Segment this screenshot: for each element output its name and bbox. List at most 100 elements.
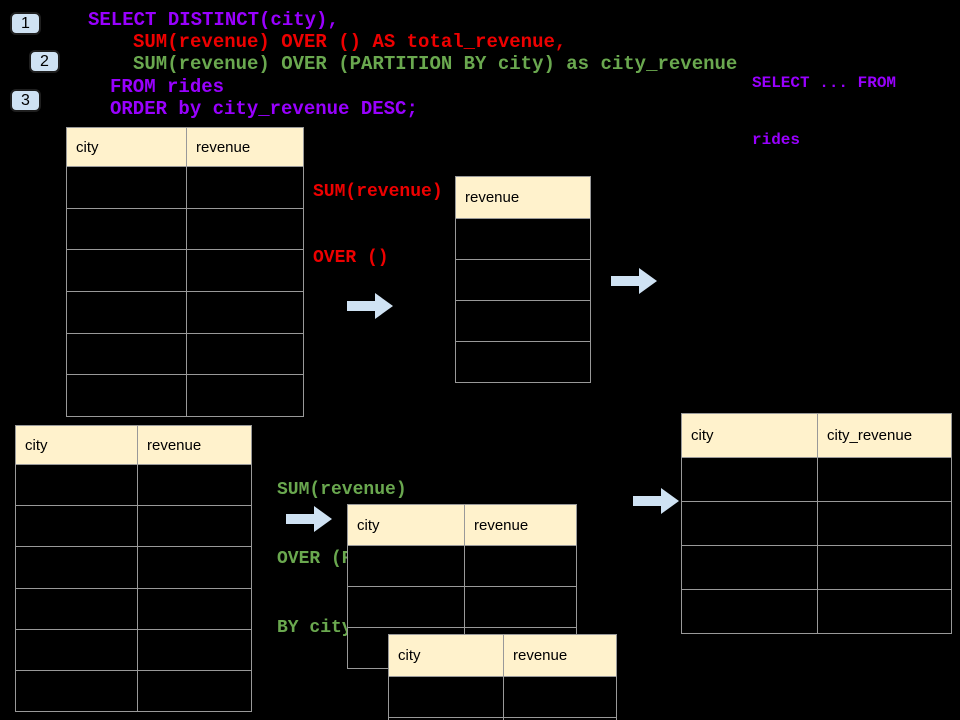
table-cell-empty bbox=[137, 588, 251, 629]
table-row bbox=[348, 587, 576, 628]
table-row bbox=[16, 547, 251, 589]
table-rides-source-bottom: city revenue bbox=[15, 425, 252, 712]
table-row bbox=[67, 333, 303, 376]
arrow-right-icon bbox=[347, 293, 393, 319]
table-cell-empty bbox=[456, 219, 590, 259]
table-row bbox=[456, 301, 590, 342]
table-row bbox=[16, 670, 251, 712]
table-row bbox=[682, 502, 951, 546]
table-cell-empty bbox=[186, 250, 303, 292]
table-rides-source-top: city revenue bbox=[66, 127, 304, 417]
step-badge-3: 3 bbox=[10, 89, 41, 112]
column-header-city: city bbox=[691, 427, 714, 444]
table-city-revenue-result: city city_revenue bbox=[681, 413, 952, 634]
arrow-right-icon bbox=[286, 506, 332, 532]
sql-line-total-revenue: SUM(revenue) OVER () AS total_revenue, bbox=[133, 31, 567, 53]
table-cell-empty bbox=[137, 629, 251, 670]
table-cell-empty bbox=[67, 250, 186, 291]
column-header-revenue: revenue bbox=[186, 128, 303, 166]
table-row bbox=[67, 250, 303, 293]
table-cell-empty bbox=[464, 587, 576, 627]
arrow-right-icon bbox=[633, 488, 679, 514]
table-header-row: city revenue bbox=[67, 128, 303, 167]
table-cell-empty bbox=[503, 717, 616, 720]
from-rides-note: SELECT ... FROM rides bbox=[752, 36, 896, 188]
table-cell-empty bbox=[137, 465, 251, 506]
table-header-row: city revenue bbox=[348, 505, 576, 546]
table-cell-empty bbox=[348, 546, 464, 586]
table-header-row: city revenue bbox=[389, 635, 616, 677]
column-header-city-revenue: city_revenue bbox=[817, 414, 951, 457]
table-cell-empty bbox=[186, 333, 303, 375]
table-cell-empty bbox=[186, 375, 303, 417]
column-header-revenue: revenue bbox=[137, 426, 251, 464]
table-cell-empty bbox=[503, 677, 616, 717]
table-cell-empty bbox=[16, 589, 137, 629]
sql-line-city-revenue: SUM(revenue) OVER (PARTITION BY city) as… bbox=[133, 53, 738, 75]
column-header-city: city bbox=[398, 647, 421, 664]
table-row bbox=[67, 375, 303, 417]
table-row bbox=[16, 629, 251, 671]
table-cell-empty bbox=[16, 547, 137, 587]
table-row bbox=[456, 260, 590, 301]
table-cell-empty bbox=[456, 342, 590, 382]
table-cell-empty bbox=[456, 260, 590, 300]
table-cell-empty bbox=[817, 590, 951, 633]
total-revenue-annotation-line1: SUM(revenue) bbox=[313, 182, 443, 202]
step-badge-2: 2 bbox=[29, 50, 60, 73]
table-revenue-column: revenue bbox=[455, 176, 591, 383]
table-partition-group-b: city revenue bbox=[388, 634, 617, 720]
table-row bbox=[389, 677, 616, 718]
sql-line-order-by: ORDER by city_revenue DESC; bbox=[110, 98, 418, 120]
table-row bbox=[348, 546, 576, 587]
column-header-revenue: revenue bbox=[503, 635, 616, 676]
total-revenue-annotation: SUM(revenue) OVER () bbox=[313, 137, 443, 313]
table-cell-empty bbox=[456, 301, 590, 341]
table-cell-empty bbox=[464, 546, 576, 586]
table-cell-empty bbox=[67, 209, 186, 250]
table-cell-empty bbox=[682, 502, 817, 545]
sql-line-from: FROM rides bbox=[110, 76, 225, 98]
column-header-city: city bbox=[25, 436, 48, 454]
table-row bbox=[16, 506, 251, 548]
table-cell-empty bbox=[137, 547, 251, 588]
table-cell-empty bbox=[389, 677, 503, 717]
table-cell-empty bbox=[817, 546, 951, 589]
table-cell-empty bbox=[817, 502, 951, 545]
column-header-revenue: revenue bbox=[464, 505, 576, 545]
table-cell-empty bbox=[67, 375, 186, 416]
table-row bbox=[389, 717, 616, 720]
table-row bbox=[16, 588, 251, 630]
table-cell-empty bbox=[67, 167, 186, 208]
table-cell-empty bbox=[817, 458, 951, 501]
table-row bbox=[456, 342, 590, 382]
table-cell-empty bbox=[16, 630, 137, 670]
table-cell-empty bbox=[16, 671, 137, 711]
column-header-revenue: revenue bbox=[465, 189, 520, 206]
table-cell-empty bbox=[186, 208, 303, 250]
table-cell-empty bbox=[16, 465, 137, 505]
table-cell-empty bbox=[137, 506, 251, 547]
total-revenue-annotation-line2: OVER () bbox=[313, 248, 389, 268]
table-row bbox=[67, 292, 303, 334]
partition-annotation-line1: SUM(revenue) bbox=[277, 480, 407, 500]
from-rides-note-line2: rides bbox=[752, 131, 801, 149]
table-cell-empty bbox=[348, 587, 464, 627]
table-row bbox=[67, 208, 303, 251]
table-cell-empty bbox=[186, 167, 303, 208]
column-header-city: city bbox=[357, 516, 380, 534]
table-cell-empty bbox=[682, 546, 817, 589]
table-row bbox=[682, 590, 951, 633]
table-cell-empty bbox=[682, 458, 817, 501]
table-row bbox=[67, 167, 303, 209]
step-badge-1: 1 bbox=[10, 12, 41, 35]
table-header-row: city city_revenue bbox=[682, 414, 951, 458]
table-header-row: revenue bbox=[456, 177, 590, 219]
table-cell-empty bbox=[67, 292, 186, 333]
from-rides-note-line1: SELECT ... FROM bbox=[752, 74, 897, 92]
table-row bbox=[16, 465, 251, 507]
table-cell-empty bbox=[16, 506, 137, 546]
table-cell-empty bbox=[137, 670, 251, 712]
table-row bbox=[456, 219, 590, 260]
